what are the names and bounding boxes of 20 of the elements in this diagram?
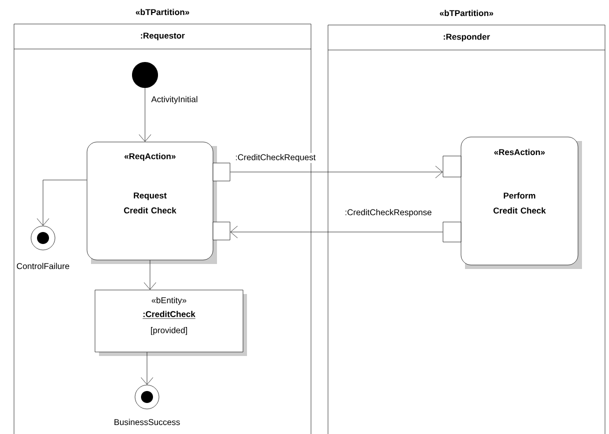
stereotype-label: «bTPartition» — [440, 10, 494, 16]
pin-box — [212, 222, 230, 240]
arrow — [140, 352, 154, 385]
arrow — [230, 166, 443, 178]
edge-label: :CreditCheckRequest — [234, 153, 317, 163]
edge-label: :CreditCheckResponse — [344, 208, 433, 218]
arrow — [144, 260, 156, 290]
pin-box — [212, 162, 230, 182]
node-label: BusinessSuccess — [114, 418, 180, 426]
node-label: ControlFailure — [16, 262, 70, 270]
object-box: «bEntity» :CreditCheck [provided] — [94, 290, 247, 356]
pin-box — [442, 156, 462, 178]
stereotype-label: «bTPartition» — [136, 8, 190, 16]
arrow — [36, 180, 87, 226]
arrow — [138, 88, 152, 142]
action-box: «ResAction» Perform Credit Check — [460, 136, 582, 269]
arrow — [230, 226, 443, 238]
action-box: «ReqAction» Request Credit Check — [86, 142, 217, 264]
pin-box — [442, 222, 462, 242]
node-label: ActivityInitial — [151, 96, 198, 104]
